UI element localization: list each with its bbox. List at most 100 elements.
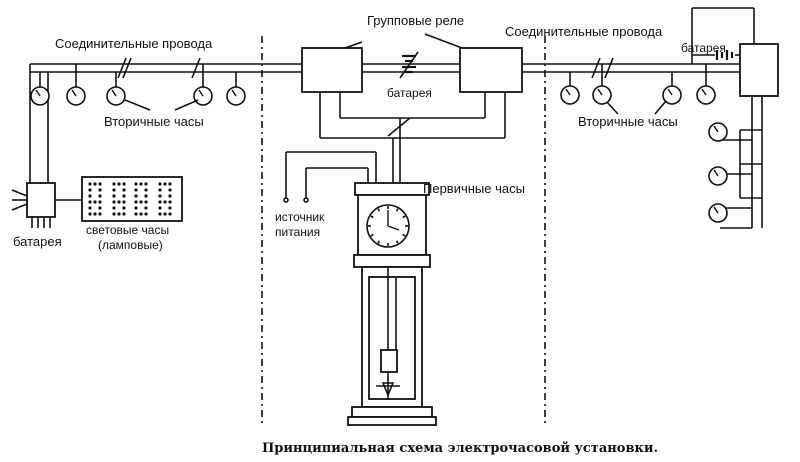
lamp-dot <box>163 212 167 216</box>
lamp-dot <box>144 206 148 210</box>
dial-tick <box>370 215 374 219</box>
lamp-dot <box>158 182 162 186</box>
lamp-dot <box>134 182 138 186</box>
lamp-dot <box>98 200 102 204</box>
group-relays-label: Групповые реле <box>367 13 464 28</box>
light-clock-label-line2: (ламповые) <box>98 238 163 252</box>
wires-right-label: Соединительные провода <box>505 24 663 39</box>
lamp-dot <box>158 206 162 210</box>
secondary-clocks-right-label: Вторичные часы <box>578 114 678 129</box>
secondary-clock-face <box>193 86 213 106</box>
lamp-dot <box>112 206 116 210</box>
battery-center-label: батарея <box>387 86 432 100</box>
secondary-clock-face <box>66 86 86 106</box>
lamp-dot <box>98 206 102 210</box>
secondary-clocks-right <box>560 85 728 223</box>
lamp-dot <box>122 194 126 198</box>
lamp-dot <box>88 206 92 210</box>
battery-left <box>11 182 82 228</box>
lamp-dot <box>112 188 116 192</box>
lamp-dot <box>168 182 172 186</box>
dial-tick <box>402 215 406 219</box>
lamp-dot <box>134 200 138 204</box>
left-wiring <box>29 57 302 190</box>
group-relay-box-right <box>459 47 523 93</box>
dial-tick <box>377 208 381 212</box>
lamp-dot <box>168 188 172 192</box>
secondary-clock-face <box>226 86 246 106</box>
lamp-dot <box>134 212 138 216</box>
secondary-clock-face <box>708 166 728 186</box>
dial-tick <box>370 233 374 237</box>
secondary-clock-face <box>30 86 50 106</box>
lamp-dot <box>112 200 116 204</box>
battery-left-label: батарея <box>13 234 62 249</box>
primary-clock-pendulum <box>376 267 400 400</box>
lamp-dot <box>93 182 97 186</box>
lamp-dot <box>88 194 92 198</box>
primary-clock-label: Первичные часы <box>423 181 525 196</box>
lamp-dot <box>88 212 92 216</box>
lamp-dot <box>139 182 143 186</box>
secondary-clock-face <box>708 122 728 142</box>
primary-clock-dial <box>366 204 410 248</box>
lamp-dot <box>98 212 102 216</box>
lamp-dot <box>144 182 148 186</box>
lamp-dot <box>158 200 162 204</box>
lamp-dot <box>98 194 102 198</box>
lamp-dot <box>163 182 167 186</box>
lamp-dot <box>117 182 121 186</box>
secondary-clock-face <box>662 85 682 105</box>
secondary-clock-face <box>592 85 612 105</box>
lamp-dot <box>139 212 143 216</box>
lamp-dot <box>112 182 116 186</box>
lamp-dot <box>134 188 138 192</box>
lamp-dot <box>168 212 172 216</box>
secondary-clocks-left <box>30 86 246 106</box>
lamp-dot <box>158 212 162 216</box>
lamp-dot <box>98 182 102 186</box>
lamp-dot <box>139 200 143 204</box>
secondary-left-pointers <box>124 99 199 111</box>
lamp-dot <box>122 182 126 186</box>
lamp-dot <box>134 206 138 210</box>
right-wiring <box>522 7 763 229</box>
lamp-dot <box>168 206 172 210</box>
light-clock-label-line1: световые часы <box>86 223 169 237</box>
lamp-dot <box>134 194 138 198</box>
lamp-dot <box>117 212 121 216</box>
lamp-dot <box>122 212 126 216</box>
lamp-dot <box>93 212 97 216</box>
group-relay-box-left <box>301 47 363 93</box>
light-clock-panel <box>81 176 183 222</box>
lamp-dot <box>88 188 92 192</box>
section-separators <box>261 36 546 425</box>
lamp-dot <box>122 206 126 210</box>
wires-left-label: Соединительные провода <box>55 36 213 51</box>
lamp-dot <box>168 200 172 204</box>
lamp-dot <box>112 212 116 216</box>
lamp-dot <box>88 200 92 204</box>
dial-tick <box>395 240 399 244</box>
lamp-dot <box>144 212 148 216</box>
junction-box-right <box>739 43 779 97</box>
lamp-dot <box>93 200 97 204</box>
power-source-label-line2: питания <box>275 225 320 239</box>
dial-tick <box>395 208 399 212</box>
secondary-clock-face <box>696 85 716 105</box>
lamp-dot <box>158 188 162 192</box>
secondary-clock-face <box>708 203 728 223</box>
lamp-dot <box>163 200 167 204</box>
secondary-clocks-left-label: Вторичные часы <box>104 114 204 129</box>
secondary-clock-face <box>106 86 126 106</box>
lamp-dot <box>122 200 126 204</box>
lamp-dot <box>158 194 162 198</box>
power-source-label-line1: источник <box>275 210 325 224</box>
dial-tick <box>402 233 406 237</box>
lamp-dot <box>122 188 126 192</box>
lamp-dot <box>168 194 172 198</box>
dial-tick <box>377 240 381 244</box>
figure-caption: Принципиальная схема электрочасовой уста… <box>262 441 658 456</box>
secondary-clock-face <box>560 85 580 105</box>
